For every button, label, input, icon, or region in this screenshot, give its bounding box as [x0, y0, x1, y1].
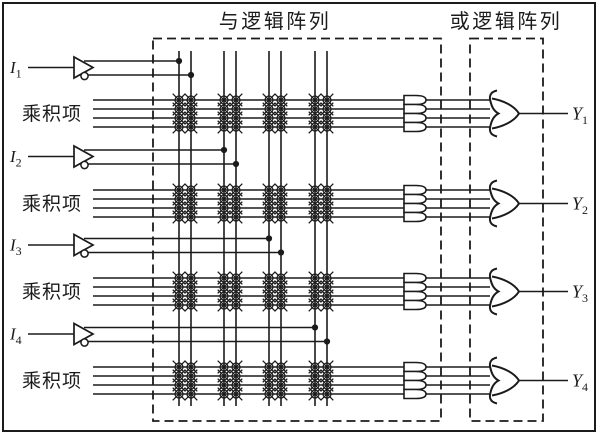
product-term-label-2: 乘积项: [22, 193, 82, 215]
product-term-label-4: 乘积项: [22, 370, 82, 392]
output-label-y2: Y2: [572, 194, 588, 218]
input-label-i4: I4: [9, 325, 22, 348]
or-array-title: 或逻辑阵列: [450, 9, 563, 33]
and-array-title: 与逻辑阵列: [219, 9, 332, 33]
diagram-wire-layers: [2, 2, 596, 432]
output-label-y3: Y3: [572, 282, 588, 306]
output-label-y1: Y1: [572, 104, 588, 128]
output-label-y4: Y4: [572, 371, 588, 395]
input-label-i2: I2: [9, 147, 22, 170]
input-label-i3: I3: [9, 236, 22, 259]
product-term-label-3: 乘积项: [22, 281, 82, 303]
input-label-i1: I1: [9, 58, 22, 81]
product-term-label-1: 乘积项: [22, 103, 82, 125]
